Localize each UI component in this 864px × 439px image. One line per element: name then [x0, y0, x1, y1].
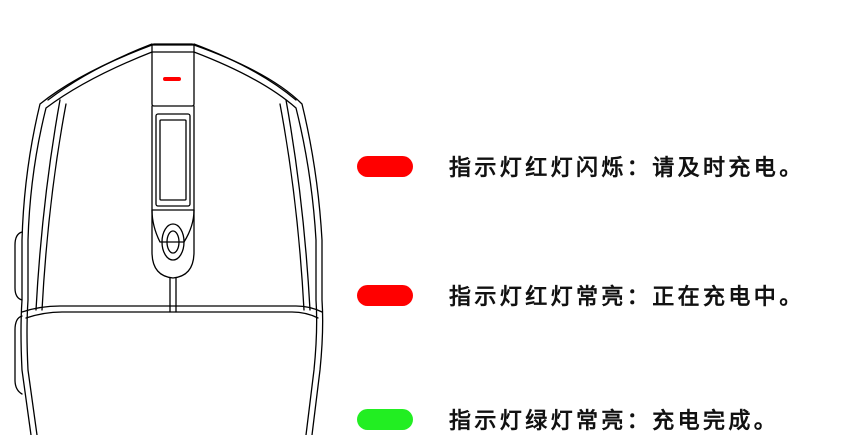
legend-row-red-blink: 指示灯红灯闪烁：请及时充电。 — [357, 146, 805, 186]
mouse-illustration — [0, 0, 340, 435]
legend-row-red-steady: 指示灯红灯常亮：正在充电中。 — [357, 275, 805, 315]
right-button-edge — [285, 99, 311, 311]
button-bottom-boundary — [21, 305, 323, 313]
green-indicator-swatch — [357, 408, 413, 430]
mouse-body-inner-outline — [26, 51, 318, 435]
dpi-button-inner — [166, 230, 180, 254]
dpi-button-outer — [151, 209, 195, 279]
red-indicator-swatch — [357, 155, 413, 177]
scroll-wheel-inner — [159, 119, 187, 201]
indicator-led — [163, 77, 181, 81]
red-indicator-swatch — [357, 284, 413, 306]
mouse-shell-top-line — [47, 43, 153, 101]
side-button-upper — [14, 231, 23, 301]
legend-text-green-steady: 指示灯绿灯常亮：充电完成。 — [449, 409, 780, 434]
mouse-body-outline — [20, 44, 324, 435]
dpi-button — [161, 223, 185, 261]
side-button-lower — [14, 315, 23, 395]
legend-text-red-steady: 指示灯红灯常亮：正在充电中。 — [449, 285, 805, 310]
left-button-edge — [35, 99, 61, 311]
indicator-panel — [151, 43, 195, 107]
legend-text-red-blink: 指示灯红灯闪烁：请及时充电。 — [449, 156, 805, 181]
button-bottom-boundary-inner — [25, 311, 319, 319]
right-button-edge-2 — [279, 103, 305, 311]
mouse-shell-top-line-right — [193, 43, 297, 101]
left-button-edge-2 — [41, 103, 67, 311]
scroll-wheel — [155, 113, 191, 207]
mouse-outline-drawing — [14, 43, 324, 435]
legend-row-green-steady: 指示灯绿灯常亮：充电完成。 — [357, 399, 779, 439]
